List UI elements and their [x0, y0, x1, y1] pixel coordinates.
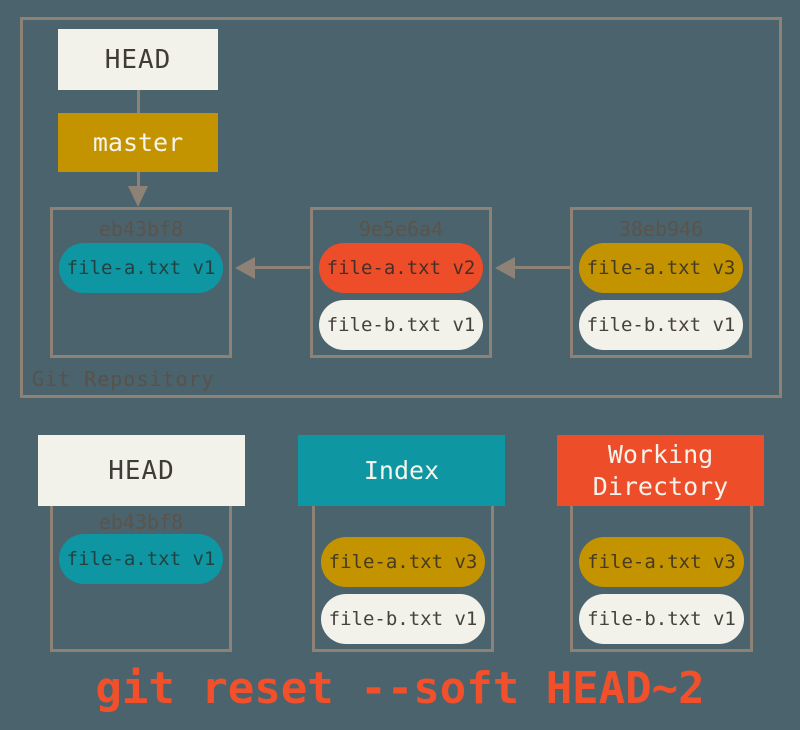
arrow-left-icon — [495, 257, 515, 279]
head-to-master-line — [137, 90, 140, 113]
file-snapshot-label: file-b.txt v1 — [328, 608, 478, 630]
commit-box-eb43bf8: eb43bf8 file-a.txt v1 — [50, 207, 232, 358]
file-snapshot-pill: file-a.txt v2 — [319, 243, 483, 293]
file-snapshot-label: file-a.txt v1 — [66, 257, 216, 279]
file-snapshot-pill: file-a.txt v3 — [579, 243, 743, 293]
file-snapshot-pill: file-a.txt v3 — [321, 537, 485, 587]
file-snapshot-pill: file-a.txt v1 — [59, 243, 223, 293]
commit-hash: 9e5e6a4 — [358, 217, 444, 241]
git-repository-box — [20, 17, 782, 398]
head-area-hash: eb43bf8 — [98, 510, 184, 534]
head-ref-label: HEAD — [104, 44, 172, 75]
file-snapshot-pill: file-b.txt v1 — [319, 300, 483, 350]
index-area-title: Index — [363, 455, 440, 485]
file-snapshot-label: file-a.txt v3 — [586, 257, 736, 279]
file-snapshot-pill: file-b.txt v1 — [579, 300, 743, 350]
file-snapshot-label: file-b.txt v1 — [326, 314, 476, 336]
arrow-left-icon — [235, 257, 255, 279]
file-snapshot-pill: file-a.txt v3 — [579, 537, 744, 587]
git-repository-label: Git Repository — [32, 367, 215, 391]
file-snapshot-label: file-a.txt v1 — [66, 548, 216, 570]
file-snapshot-label: file-a.txt v3 — [587, 551, 736, 573]
index-area-header: Index — [298, 435, 505, 506]
file-snapshot-label: file-a.txt v2 — [326, 257, 476, 279]
working-directory-box: file-a.txt v3 file-b.txt v1 — [570, 503, 753, 652]
working-directory-title: Working Directory — [592, 440, 729, 501]
parent-arrow-line — [513, 266, 570, 269]
head-ref-box: HEAD — [58, 29, 218, 90]
commit-hash: 38eb946 — [618, 217, 704, 241]
head-area-header: HEAD — [38, 435, 245, 506]
head-area-box: eb43bf8 file-a.txt v1 — [50, 503, 232, 652]
master-branch-label: master — [92, 127, 184, 157]
master-branch-box: master — [58, 113, 218, 172]
parent-arrow-line — [253, 266, 310, 269]
master-to-commit-line — [137, 172, 140, 187]
file-snapshot-label: file-b.txt v1 — [587, 608, 736, 630]
file-snapshot-label: file-b.txt v1 — [586, 314, 736, 336]
commit-box-9e5e6a4: 9e5e6a4 file-a.txt v2 file-b.txt v1 — [310, 207, 492, 358]
commit-hash: eb43bf8 — [98, 217, 184, 241]
head-area-title: HEAD — [108, 455, 175, 486]
commit-box-38eb946: 38eb946 file-a.txt v3 file-b.txt v1 — [570, 207, 752, 358]
file-snapshot-pill: file-b.txt v1 — [579, 594, 744, 644]
file-snapshot-pill: file-b.txt v1 — [321, 594, 485, 644]
arrow-down-icon — [128, 186, 148, 207]
file-snapshot-label: file-a.txt v3 — [328, 551, 478, 573]
file-snapshot-pill: file-a.txt v1 — [59, 534, 223, 584]
index-area-box: file-a.txt v3 file-b.txt v1 — [312, 503, 494, 652]
command-caption: git reset --soft HEAD~2 — [95, 663, 705, 714]
working-directory-header: Working Directory — [557, 435, 764, 506]
